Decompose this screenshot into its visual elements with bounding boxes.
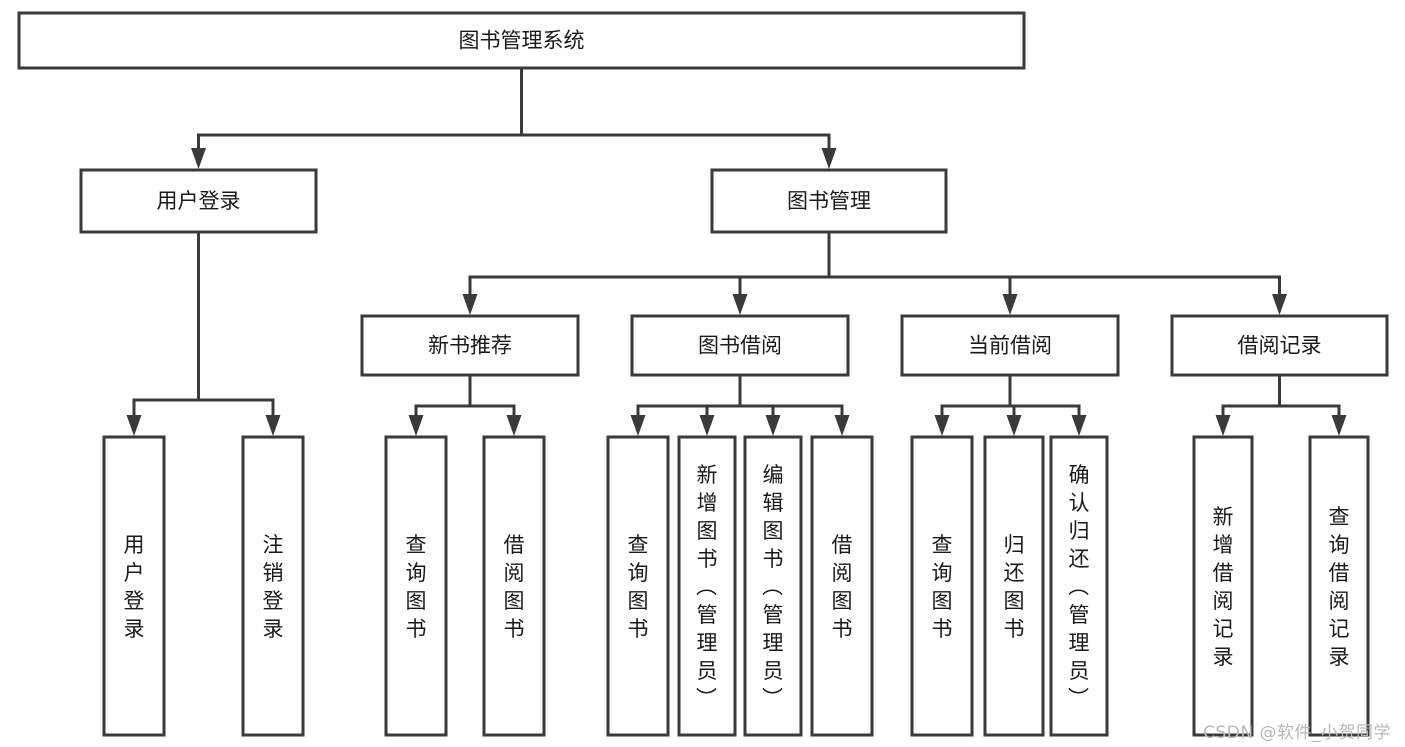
node-box-leaf-user-login[interactable] [102, 435, 166, 737]
arrow-head-icon [126, 415, 142, 436]
node-box-leaf-query-book-2[interactable] [606, 435, 670, 737]
node-leaf-borrow-book-2[interactable]: 借阅图书 [810, 435, 874, 737]
arrow-head-icon [834, 415, 850, 436]
arrow-head-icon [1006, 415, 1022, 436]
node-borrow-record[interactable]: 借阅记录 [1170, 314, 1389, 377]
node-box-leaf-add-book[interactable] [677, 435, 737, 737]
node-leaf-query-book-2[interactable]: 查询图书 [606, 435, 670, 737]
node-label-leaf-edit-book: 编辑图书（管理员） [762, 463, 784, 711]
node-label-leaf-query-record: 查询借阅记录 [1329, 505, 1350, 669]
edge-new-book-rec-to-leaf-query-book-1 [408, 375, 472, 436]
node-leaf-user-logout[interactable]: 注销登录 [241, 435, 305, 737]
node-box-leaf-query-book-1[interactable] [384, 435, 448, 737]
node-book-manage[interactable]: 图书管理 [710, 168, 948, 234]
node-box-new-book-rec[interactable] [360, 314, 580, 377]
node-box-user-login[interactable] [79, 168, 318, 234]
edge-book-manage-to-borrow-record [827, 232, 1287, 315]
arrow-head-icon [765, 415, 781, 436]
arrow-head-icon [265, 415, 281, 436]
node-label-leaf-borrow-book-2: 借阅图书 [832, 533, 853, 641]
node-box-book-manage[interactable] [710, 168, 948, 234]
node-box-leaf-borrow-book-2[interactable] [810, 435, 874, 737]
arrow-head-icon [821, 148, 837, 169]
node-box-borrow-record[interactable] [1170, 314, 1389, 377]
edge-new-book-rec-to-leaf-borrow-book-1 [468, 375, 522, 436]
node-label-borrow-record: 借阅记录 [1238, 334, 1322, 358]
node-box-leaf-borrow-book-1[interactable] [482, 435, 546, 737]
node-label-current-borrow: 当前借阅 [968, 334, 1052, 358]
node-current-borrow[interactable]: 当前借阅 [900, 314, 1120, 377]
edge-user-login-to-leaf-user-login [126, 232, 200, 436]
arrow-head-icon [699, 415, 715, 436]
arrow-head-icon [462, 294, 478, 315]
node-box-leaf-query-record[interactable] [1308, 435, 1370, 737]
node-leaf-confirm-return[interactable]: 确认归还（管理员） [1049, 435, 1109, 737]
arrow-head-icon [1002, 294, 1018, 315]
node-box-leaf-edit-book[interactable] [743, 435, 803, 737]
edge-book-borrow-to-leaf-add-book [699, 375, 742, 436]
edge-book-borrow-to-leaf-borrow-book-2 [738, 375, 850, 436]
node-box-leaf-return-book[interactable] [983, 435, 1045, 737]
node-leaf-user-login[interactable]: 用户登录 [102, 435, 166, 737]
node-label-new-book-rec: 新书推荐 [428, 334, 512, 358]
node-root[interactable]: 图书管理系统 [17, 11, 1026, 70]
arrow-head-icon [1331, 415, 1347, 436]
edge-borrow-record-to-leaf-add-record [1215, 375, 1281, 436]
edges-layer [126, 68, 1347, 436]
edge-user-login-to-leaf-user-logout [197, 232, 281, 436]
node-label-book-borrow: 图书借阅 [698, 334, 782, 358]
node-label-root: 图书管理系统 [459, 29, 585, 53]
node-leaf-edit-book[interactable]: 编辑图书（管理员） [743, 435, 803, 737]
edge-root-to-book-manage [520, 68, 837, 169]
edge-current-borrow-to-leaf-query-book-3 [934, 375, 1012, 436]
edge-borrow-record-to-leaf-query-record [1278, 375, 1347, 436]
node-box-current-borrow[interactable] [900, 314, 1120, 377]
node-box-leaf-add-record[interactable] [1192, 435, 1254, 737]
node-label-leaf-user-login: 用户登录 [124, 533, 145, 641]
watermark: CSDN @软件_小贺同学 [1203, 723, 1391, 743]
node-user-login[interactable]: 用户登录 [79, 168, 318, 234]
arrow-head-icon [191, 148, 206, 169]
node-label-leaf-return-book: 归还图书 [1004, 533, 1025, 641]
node-box-book-borrow[interactable] [630, 314, 850, 377]
node-label-leaf-add-book: 新增图书（管理员） [696, 463, 718, 711]
node-leaf-add-record[interactable]: 新增借阅记录 [1192, 435, 1254, 737]
node-label-book-manage: 图书管理 [787, 189, 871, 213]
arrow-head-icon [1071, 415, 1087, 436]
nodes-layer: 图书管理系统用户登录图书管理新书推荐图书借阅当前借阅借阅记录用户登录注销登录查询… [17, 11, 1389, 737]
node-label-leaf-add-record: 新增借阅记录 [1213, 505, 1234, 669]
arrow-head-icon [630, 415, 646, 436]
node-leaf-return-book[interactable]: 归还图书 [983, 435, 1045, 737]
node-leaf-borrow-book-1[interactable]: 借阅图书 [482, 435, 546, 737]
arrow-head-icon [1215, 415, 1231, 436]
edge-book-manage-to-new-book-rec [462, 232, 831, 315]
edge-book-manage-to-book-borrow [732, 232, 831, 315]
node-label-leaf-query-book-3: 查询图书 [932, 533, 953, 641]
node-leaf-query-book-3[interactable]: 查询图书 [910, 435, 974, 737]
node-box-leaf-confirm-return[interactable] [1049, 435, 1109, 737]
arrow-head-icon [1272, 294, 1287, 315]
node-box-root[interactable] [17, 11, 1026, 70]
arrow-head-icon [732, 294, 748, 315]
node-label-leaf-user-logout: 注销登录 [263, 533, 284, 641]
node-label-leaf-confirm-return: 确认归还（管理员） [1068, 463, 1090, 711]
node-box-leaf-query-book-3[interactable] [910, 435, 974, 737]
node-box-leaf-user-logout[interactable] [241, 435, 305, 737]
node-leaf-query-record[interactable]: 查询借阅记录 [1308, 435, 1370, 737]
node-label-leaf-query-book-2: 查询图书 [628, 533, 649, 641]
node-leaf-add-book[interactable]: 新增图书（管理员） [677, 435, 737, 737]
node-label-user-login: 用户登录 [157, 189, 241, 213]
node-book-borrow[interactable]: 图书借阅 [630, 314, 850, 377]
node-label-leaf-borrow-book-1: 借阅图书 [504, 533, 525, 641]
node-label-leaf-query-book-1: 查询图书 [406, 533, 427, 641]
arrow-head-icon [408, 415, 424, 436]
node-leaf-query-book-1[interactable]: 查询图书 [384, 435, 448, 737]
arrow-head-icon [934, 415, 950, 436]
arrow-head-icon [506, 415, 522, 436]
edge-current-borrow-to-leaf-confirm-return [1008, 375, 1087, 436]
edge-book-manage-to-current-borrow [827, 232, 1018, 315]
node-new-book-rec[interactable]: 新书推荐 [360, 314, 580, 377]
edge-root-to-user-login [191, 68, 523, 169]
